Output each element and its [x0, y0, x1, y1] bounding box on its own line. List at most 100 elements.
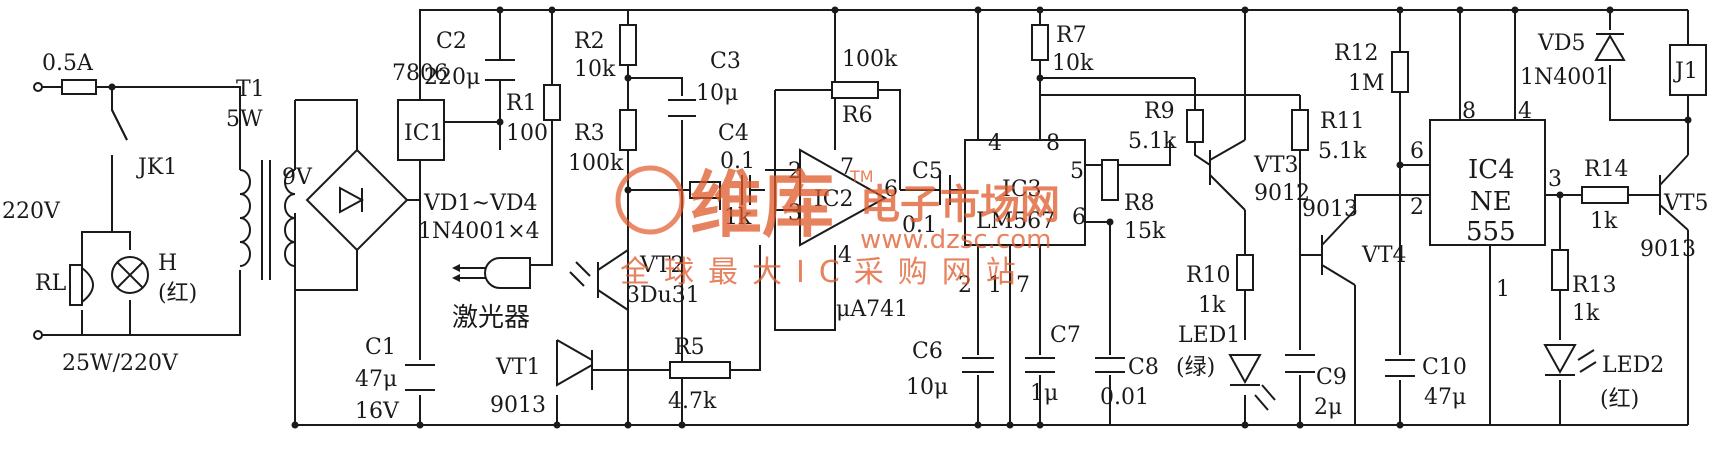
capacitor-c1	[405, 364, 435, 391]
relay-contact	[111, 109, 128, 141]
pin-ic2-3: 3	[788, 201, 802, 226]
capacitor-c8	[1095, 357, 1125, 373]
pin-ic4-3: 3	[1548, 167, 1562, 192]
label-c5: C5	[912, 159, 943, 184]
pin-ic2-7: 7	[840, 155, 854, 180]
label-r10: R10	[1186, 263, 1231, 288]
lamp-icon	[111, 256, 149, 294]
label-c6: C6	[912, 339, 943, 364]
pin-ic3-1: 1	[988, 273, 1002, 298]
label-r9-value: 5.1k	[1128, 129, 1177, 154]
pin-ic4-6: 6	[1410, 139, 1424, 164]
label-c9-value: 2μ	[1314, 395, 1342, 420]
transistor-vt1	[556, 339, 593, 390]
pin-ic3-2: 2	[958, 273, 972, 298]
pin-ic4-4: 4	[1518, 99, 1532, 124]
label-bridge: VD1~VD4	[423, 191, 537, 216]
label-c4: C4	[718, 121, 749, 146]
label-c6-value: 10μ	[906, 375, 948, 400]
phototransistor-vt2	[569, 249, 629, 311]
watermark-brand-sub: 电子市场网	[860, 182, 1060, 228]
label-laser: 激光器	[452, 303, 530, 333]
label-h: H	[158, 251, 177, 276]
resistor-r14	[1581, 186, 1629, 204]
pin-ic4-8: 8	[1462, 99, 1476, 124]
label-r7-value: 10k	[1052, 51, 1094, 76]
watermark: 维库 TM 电子市场网 www.dzsc.com 全球最大IC采购网站	[615, 163, 1060, 290]
watermark-url: www.dzsc.com	[860, 225, 1051, 255]
transistor-vt3	[1209, 139, 1246, 211]
resistor-r7	[1031, 24, 1049, 61]
capacitor-c5	[939, 175, 951, 205]
capacitor-c10	[1385, 359, 1415, 377]
label-led2-color: (红)	[1600, 387, 1639, 412]
label-vt2: VT2	[639, 253, 685, 278]
resistor-r13	[1551, 249, 1569, 291]
resistor-r8	[1101, 159, 1119, 201]
capacitor-c2	[485, 59, 515, 81]
label-c9: C9	[1316, 365, 1347, 390]
label-vt1-value: 9013	[490, 393, 546, 418]
resistor-r1	[543, 84, 561, 121]
transformer	[239, 100, 296, 290]
label-r8: R8	[1124, 191, 1155, 216]
transistor-vt5	[1659, 154, 1689, 231]
pin-ic4-2: 2	[1410, 195, 1424, 220]
label-vd5: VD5	[1537, 31, 1586, 56]
label-r9: R9	[1144, 99, 1175, 124]
fuse	[61, 79, 97, 95]
label-t1-power: 5W	[226, 107, 263, 132]
label-r3-value: 100k	[568, 151, 624, 176]
watermark-tm: TM	[849, 167, 874, 186]
label-r2: R2	[574, 29, 605, 54]
label-220v: 220V	[2, 199, 61, 224]
pin-ic2-2: 2	[788, 159, 802, 184]
resistor-r11	[1291, 109, 1309, 151]
led1-icon	[1228, 354, 1276, 411]
label-vd5-value: 1N4001	[1520, 65, 1609, 90]
label-led1-color: (绿)	[1176, 355, 1215, 380]
pin-ic2-6: 6	[884, 177, 898, 202]
junction-dots	[108, 6, 1692, 429]
label-rl: RL	[35, 271, 67, 296]
watermark-brand: 维库	[690, 163, 834, 247]
label-r12-value: 1M	[1348, 71, 1385, 96]
label-r2-value: 10k	[574, 57, 616, 82]
label-ic3-value: LM567	[976, 209, 1055, 234]
input-terminals	[33, 82, 43, 340]
label-r14-value: 1k	[1590, 209, 1618, 234]
label-c10-value: 47μ	[1424, 385, 1466, 410]
label-lamp-rating: 25W/220V	[62, 351, 179, 376]
label-r6: R6	[842, 103, 873, 128]
relay-j1	[1669, 44, 1707, 96]
label-c4-value: 0.1	[720, 149, 755, 174]
label-r5-value: 4.7k	[668, 389, 717, 414]
label-r7: R7	[1056, 23, 1087, 48]
capacitor-c3	[668, 99, 696, 117]
resistor-r2	[619, 24, 637, 66]
label-9v: 9V	[282, 165, 313, 190]
pin-ic3-5: 5	[1070, 159, 1084, 184]
pin-numbers: 2 3 4 6 7 4 8 5 6 2 1 7 8 4 6 2 3 1	[788, 99, 1562, 302]
resistor-r9	[1186, 109, 1204, 143]
capacitor-c6	[962, 357, 994, 373]
label-ic3: IC3	[1002, 177, 1042, 202]
label-r1: R1	[506, 91, 537, 116]
label-c2-value: 220μ	[424, 65, 480, 90]
label-c1: C1	[365, 335, 396, 360]
label-bridge-value: 1N4001×4	[418, 219, 540, 244]
component-labels: 0.5A T1 5W 9V 220V JK1 RL H (红) 25W/220V…	[2, 23, 1709, 424]
label-c5-value: 0.1	[902, 213, 937, 238]
label-vt1: VT1	[495, 355, 541, 380]
label-c3-value: 10μ	[696, 81, 738, 106]
diode-vd5	[1594, 33, 1626, 61]
label-vt5-value: 9013	[1640, 237, 1696, 262]
label-c3: C3	[710, 49, 741, 74]
label-r11-value: 5.1k	[1318, 139, 1367, 164]
label-r11: R11	[1320, 109, 1365, 134]
label-jk1: JK1	[136, 155, 177, 180]
label-c8-value: 0.01	[1100, 385, 1149, 410]
label-c8: C8	[1128, 355, 1159, 380]
capacitor-c4	[741, 175, 751, 205]
label-vt4: VT4	[1361, 243, 1407, 268]
